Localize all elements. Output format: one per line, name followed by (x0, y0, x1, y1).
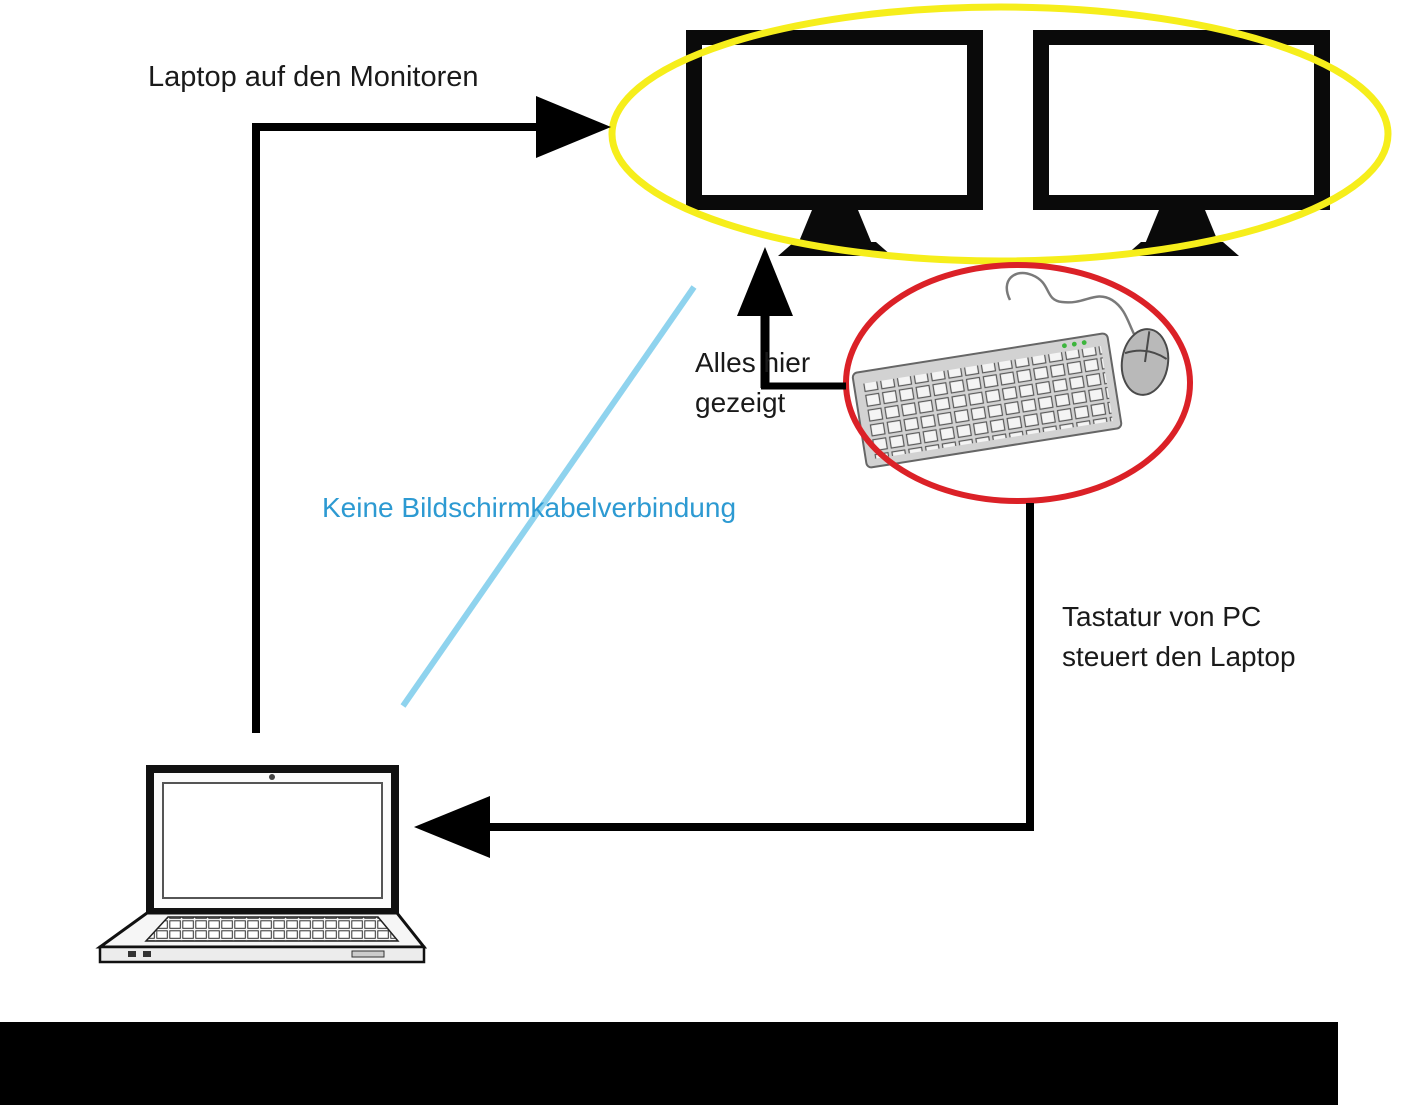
arrow-laptop-to-monitors-line (252, 123, 540, 733)
label-no-display-cable: Keine Bildschirmkabelverbindung (322, 492, 737, 523)
monitor-right-stand-neck (1145, 210, 1219, 244)
arrow-shown-here-up (737, 247, 846, 390)
laptop-front-slot (351, 950, 385, 958)
label-shown-here-line2: gezeigt (695, 387, 786, 418)
monitor-left-stand-neck (798, 210, 872, 244)
laptop-front-edge (98, 945, 426, 964)
label-keyboard-controls-line1: Tastatur von PC (1062, 601, 1262, 632)
laptop-front-detail (128, 951, 136, 957)
laptop-keyboard (144, 916, 400, 942)
no-cable-line (400, 285, 697, 708)
laptop-webcam (269, 774, 275, 780)
arrow-laptop-to-monitors-head (536, 96, 611, 158)
mouse-cable (1005, 271, 1136, 335)
arrow-shown-here-head (737, 247, 793, 316)
arrow-keyboard-to-laptop-line (486, 503, 1034, 831)
label-keyboard-controls-line2: steuert den Laptop (1062, 641, 1296, 672)
keyboard-keys (861, 345, 1113, 459)
arrow-keyboard-to-laptop (414, 503, 1034, 858)
mouse-button-line (1124, 349, 1168, 360)
keyboard-icon (851, 332, 1123, 469)
laptop-screen (162, 782, 383, 899)
mouse-icon (1120, 328, 1170, 396)
mouse-button-divider (1144, 331, 1151, 363)
bottom-bar (0, 1022, 1338, 1105)
keyboard-led (1071, 341, 1077, 347)
label-shown-here: Alles hier gezeigt (695, 343, 810, 423)
arrow-keyboard-to-laptop-head (414, 796, 490, 858)
label-shown-here-line1: Alles hier (695, 347, 811, 378)
monitor-left-screen (702, 45, 967, 195)
laptop-icon (95, 765, 428, 964)
monitors-highlight-ellipse (608, 3, 1392, 265)
label-keyboard-controls: Tastatur von PC steuert den Laptop (1062, 597, 1296, 677)
label-laptop-to-monitors: Laptop auf den Monitoren (148, 61, 479, 93)
keyboard-led (1062, 343, 1067, 349)
monitor-right-screen (1049, 45, 1314, 195)
arrow-laptop-to-monitors (252, 96, 611, 733)
laptop-front-detail (143, 951, 151, 957)
monitor-right-icon (1033, 30, 1330, 256)
monitor-left-icon (686, 30, 983, 256)
keyboard-led (1081, 340, 1087, 345)
